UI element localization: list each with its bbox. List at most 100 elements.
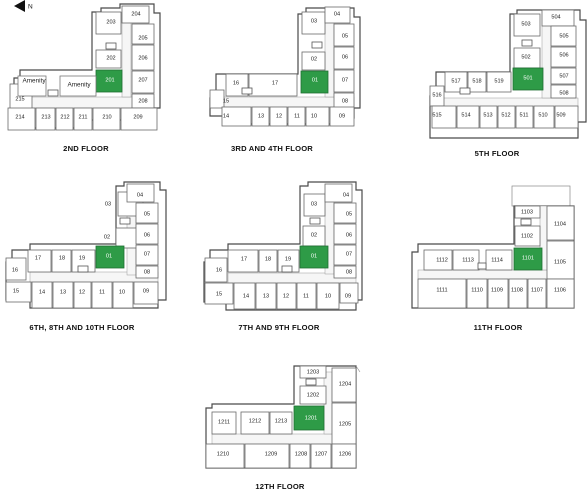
unit-1211[interactable] (211, 411, 237, 435)
unit-13[interactable] (52, 281, 74, 309)
unit-14[interactable] (233, 282, 256, 310)
unit-11[interactable] (296, 282, 317, 310)
unit-1110[interactable] (466, 278, 488, 309)
unit-1203[interactable] (299, 365, 327, 379)
unit-212[interactable] (55, 107, 74, 131)
unit-205[interactable] (131, 23, 155, 45)
unit-12[interactable] (276, 282, 297, 310)
unit-211[interactable] (73, 107, 93, 131)
unit-12[interactable] (73, 281, 92, 309)
unit-1104[interactable] (546, 205, 575, 241)
unit-14[interactable] (221, 106, 252, 127)
unit-519[interactable] (486, 71, 512, 93)
unit-07[interactable] (333, 244, 357, 266)
unit-05[interactable] (333, 23, 355, 47)
unit-17[interactable] (248, 73, 298, 97)
unit-15[interactable] (209, 89, 225, 109)
unit-17[interactable] (227, 249, 259, 273)
unit-1201[interactable] (293, 405, 325, 431)
unit-1101[interactable] (513, 247, 543, 271)
unit-09[interactable] (329, 106, 355, 127)
unit-04[interactable] (324, 183, 353, 203)
unit-214[interactable] (7, 107, 36, 131)
unit-209[interactable] (120, 107, 158, 131)
unit-14[interactable] (31, 281, 53, 309)
unit-1103[interactable] (514, 205, 541, 219)
unit-1108[interactable] (508, 278, 528, 309)
unit-16[interactable] (5, 257, 27, 281)
unit-513[interactable] (479, 105, 498, 129)
unit-204[interactable] (121, 5, 150, 24)
unit-13[interactable] (255, 282, 277, 310)
unit-1113[interactable] (452, 249, 480, 271)
unit-1208[interactable] (289, 443, 311, 469)
unit-1112[interactable] (423, 249, 453, 271)
unit-08[interactable] (333, 265, 357, 279)
unit-18[interactable] (51, 249, 72, 273)
unit-515[interactable] (431, 105, 457, 129)
unit-1210[interactable] (205, 443, 245, 469)
unit-02[interactable] (115, 227, 140, 249)
unit-1114[interactable] (485, 249, 513, 271)
unit-1111[interactable] (417, 278, 467, 309)
unit-1207[interactable] (310, 443, 332, 469)
unit-05[interactable] (135, 202, 159, 224)
unit-07[interactable] (135, 244, 159, 266)
unit-505[interactable] (550, 25, 577, 47)
unit-04[interactable] (324, 6, 351, 24)
unit-10[interactable] (316, 282, 340, 310)
unit-09[interactable] (339, 282, 359, 304)
unit-1102[interactable] (514, 225, 541, 247)
unit-1202[interactable] (299, 385, 327, 405)
unit-503[interactable] (513, 13, 541, 37)
unit-09[interactable] (133, 281, 159, 305)
unit-509[interactable] (554, 105, 579, 129)
unit-12[interactable] (269, 106, 288, 127)
unit-18[interactable] (258, 249, 278, 273)
unit-11[interactable] (287, 106, 306, 127)
unit-1206[interactable] (331, 443, 357, 469)
unit-1204[interactable] (331, 367, 357, 403)
unit-501[interactable] (512, 67, 544, 91)
unit-1212[interactable] (240, 411, 270, 435)
unit-507[interactable] (550, 67, 577, 85)
unit-08[interactable] (135, 265, 159, 279)
unit-16[interactable] (204, 257, 228, 283)
unit-210[interactable] (92, 107, 121, 131)
unit-1213[interactable] (269, 411, 293, 435)
unit-512[interactable] (497, 105, 516, 129)
unit-13[interactable] (251, 106, 270, 127)
unit-01[interactable] (300, 70, 329, 94)
unit-15[interactable] (204, 282, 234, 305)
unit-203[interactable] (95, 11, 122, 35)
unit-10[interactable] (305, 106, 330, 127)
unit-06[interactable] (333, 223, 357, 245)
unit-207[interactable] (131, 70, 155, 94)
unit-508[interactable] (550, 84, 577, 99)
unit-206[interactable] (131, 44, 155, 71)
unit-1109[interactable] (487, 278, 509, 309)
unit-01[interactable] (299, 245, 329, 269)
unit-514[interactable] (456, 105, 480, 129)
unit-511[interactable] (515, 105, 534, 129)
unit-1209[interactable] (244, 443, 290, 469)
unit-01[interactable] (95, 245, 125, 269)
unit-02[interactable] (301, 51, 326, 71)
unit-506[interactable] (550, 46, 577, 68)
unit-518[interactable] (467, 71, 487, 93)
unit-202[interactable] (95, 49, 122, 69)
unit-05[interactable] (333, 202, 357, 224)
unit-517[interactable] (444, 71, 468, 93)
unit-06[interactable] (135, 223, 159, 245)
unit-1107[interactable] (527, 278, 547, 309)
unit-10[interactable] (112, 281, 134, 309)
unit-213[interactable] (35, 107, 56, 131)
unit-03[interactable] (303, 193, 326, 217)
unit-17[interactable] (27, 249, 52, 273)
unit-11[interactable] (91, 281, 113, 309)
unit-1205[interactable] (331, 402, 357, 445)
unit-15[interactable] (5, 281, 32, 303)
unit-1106[interactable] (546, 278, 575, 309)
unit-510[interactable] (533, 105, 555, 129)
unit-04[interactable] (126, 183, 155, 203)
